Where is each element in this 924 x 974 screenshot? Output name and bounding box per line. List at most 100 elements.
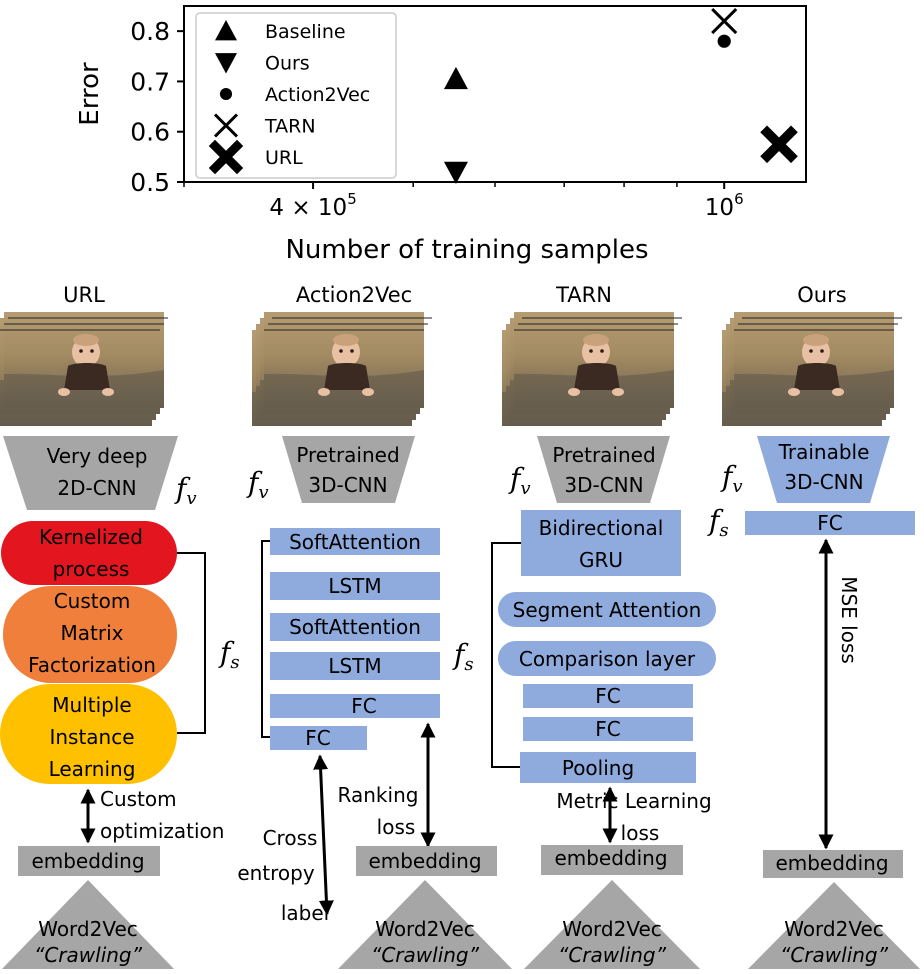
loss-cross-line3: label [281, 901, 329, 925]
block-tarn-fc-1 [523, 684, 693, 708]
encoder-url [3, 436, 178, 510]
x-tick-label: 106 [705, 190, 744, 221]
block-pooling-label: Pooling [562, 756, 634, 780]
bracket-action2vec [261, 540, 270, 738]
marker-circle [219, 87, 233, 101]
block-mf-line1: Custom [54, 589, 131, 613]
video-frames-action2vec [252, 312, 432, 426]
encoder-tarn [537, 436, 670, 503]
loss-metric-line2: loss [621, 821, 660, 845]
block-tarn-fc-1-label: FC [595, 684, 620, 708]
block-fc-label [270, 726, 367, 750]
word2vec-action2vec-label: Word2Vec [375, 917, 475, 941]
encoder-ours [757, 436, 890, 503]
marker-triangle-down [215, 53, 237, 74]
block-segment-attention-label: Segment Attention [513, 598, 702, 622]
block-matrix-factorization [3, 586, 177, 683]
fs-symbol-ours: fs [707, 504, 729, 541]
block-lstm-1-label: LSTM [328, 574, 381, 598]
fv-symbol-action2vec: fv [246, 466, 269, 503]
y-tick-label: 0.8 [130, 17, 170, 46]
query-url: “Crawling” [34, 943, 143, 967]
block-mf-line2: Matrix [61, 621, 124, 645]
block-tarn-fc-2-label: FC [595, 717, 620, 741]
query-action2vec: “Crawling” [371, 943, 480, 967]
marker-triangle-up [215, 20, 237, 41]
legend-label: Baseline [265, 21, 346, 43]
loss-cross-line2: entropy [237, 861, 315, 885]
block-ours-fc-label: FC [817, 511, 842, 535]
encoder-ours-line2: 3D-CNN [784, 470, 863, 494]
x-axis-label: Number of training samples [285, 235, 648, 265]
block-softattention-1 [270, 528, 440, 555]
data-markers [443, 8, 798, 184]
arrow-cross-entropy [313, 754, 334, 916]
marker-triangle-down [443, 161, 468, 184]
query-tarn: “Crawling” [558, 943, 667, 967]
video-frames-url [0, 312, 168, 426]
block-fc-label-label: FC [305, 726, 330, 750]
marker-triangle-up [443, 66, 468, 90]
embedding-ours [763, 850, 903, 878]
word2vec-ours-label: Word2Vec [784, 917, 884, 941]
block-multiple-instance-learning [0, 684, 177, 784]
bracket-url [177, 552, 206, 734]
block-kernelized-line2: process [53, 557, 130, 581]
column-title-action2vec: Action2Vec [296, 283, 412, 307]
column-title-ours: Ours [797, 283, 846, 307]
word2vec-url-label: Word2Vec [38, 917, 138, 941]
legend-label: Ours [265, 53, 310, 75]
loss-ranking-line2: loss [377, 815, 416, 839]
word2vec-ours [748, 882, 920, 969]
block-mf-line3: Factorization [28, 653, 156, 677]
encoder-ours-line1: Trainable [778, 440, 870, 464]
legend-label: URL [265, 147, 303, 169]
y-axis-label: Error [75, 62, 105, 126]
word2vec-tarn [524, 880, 700, 969]
embedding-action2vec-label: embedding [368, 849, 481, 873]
encoder-action2vec-line2: 3D-CNN [308, 473, 387, 497]
block-lstm-2-label: LSTM [328, 654, 381, 678]
block-lstm-1 [270, 572, 440, 600]
y-axis: 0.50.60.70.8 [130, 17, 184, 197]
block-gru-line2: GRU [579, 548, 623, 572]
encoder-url-line1: Very deep [47, 444, 148, 468]
block-fc-ranking [270, 694, 440, 718]
block-fc-ranking-label: FC [351, 694, 376, 718]
block-tarn-fc-2 [523, 717, 693, 741]
marker-x [213, 113, 239, 138]
query-ours: “Crawling” [780, 943, 889, 967]
block-pooling [520, 752, 696, 783]
block-mil-line1: Multiple [52, 693, 131, 717]
block-comparison-layer [498, 641, 716, 676]
legend-label: Action2Vec [265, 84, 370, 106]
loss-cross-line1: Cross [263, 826, 318, 850]
fs-symbol-action2vec: fs [218, 636, 240, 673]
block-mil-line3: Learning [49, 757, 136, 781]
marker-circle [717, 34, 731, 48]
block-segment-attention [498, 592, 716, 627]
embedding-tarn [541, 845, 683, 875]
loss-ranking-line1: Ranking [338, 783, 419, 807]
block-gru-line1: Bidirectional [539, 516, 664, 540]
y-tick-label: 0.6 [130, 118, 170, 147]
encoder-action2vec [282, 436, 415, 503]
fv-symbol-url: fv [174, 472, 197, 509]
block-kernelized-line1: Kernelized [39, 525, 143, 549]
video-frames-ours [722, 312, 902, 426]
word2vec-action2vec [338, 880, 512, 969]
encoder-url-line2: 2D-CNN [57, 476, 136, 500]
word2vec-tarn-label: Word2Vec [562, 917, 662, 941]
marker-filled-x [208, 139, 244, 175]
loss-metric-line1: Metric Learning [556, 789, 711, 813]
bracket-tarn [491, 542, 521, 768]
fs-symbol-tarn: fs [452, 638, 474, 675]
encoder-tarn-line1: Pretrained [552, 443, 655, 467]
loss-url-line1: Custom [100, 787, 177, 811]
loss-url-line2: optimization [100, 819, 224, 843]
y-tick-label: 0.7 [130, 67, 170, 96]
fv-symbol-tarn: fv [508, 462, 531, 499]
block-softattention-1-label: SoftAttention [289, 530, 421, 554]
